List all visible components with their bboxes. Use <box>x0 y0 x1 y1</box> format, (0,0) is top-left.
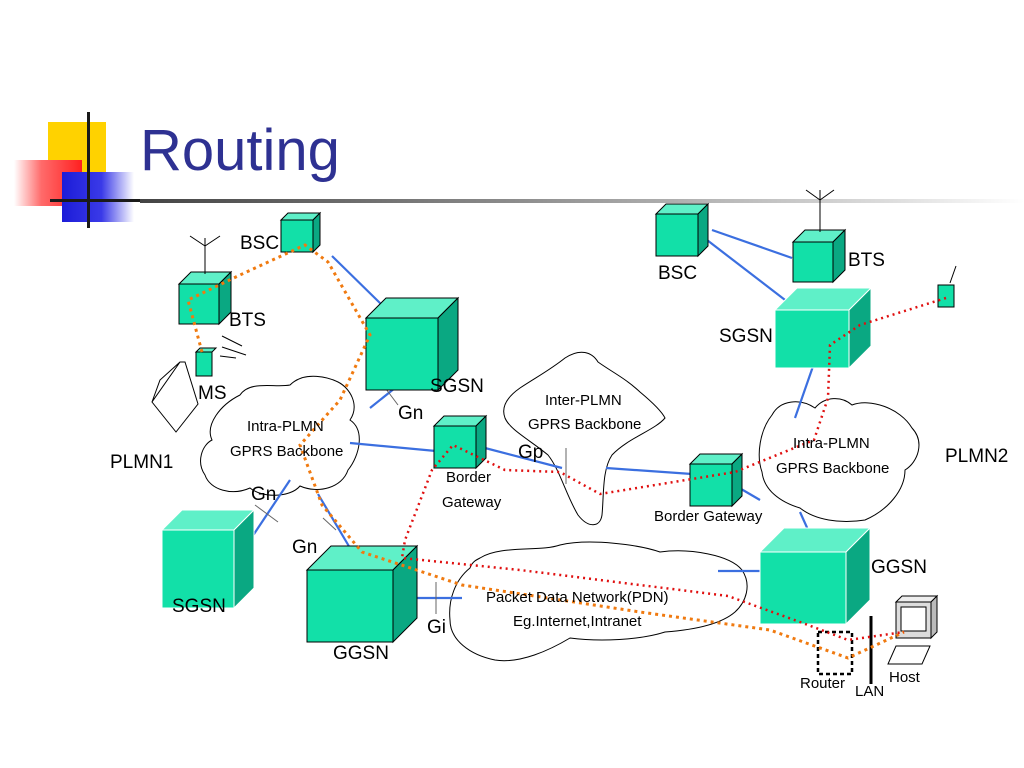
page-title: Routing <box>140 118 340 183</box>
plmn1-ms-node <box>194 347 218 377</box>
plmn1-bts-label: BTS <box>229 310 266 331</box>
plmn1-bsc-node <box>280 212 321 253</box>
plmn1-backbone-label-line2: GPRS Backbone <box>230 443 343 460</box>
plmn2-backbone-label-line2: GPRS Backbone <box>776 460 889 477</box>
title-underline <box>140 199 1024 203</box>
plmn1-backbone-label-line1: Intra-PLMN <box>247 418 324 435</box>
plmn2-border-gateway-label: Border Gateway <box>654 508 763 525</box>
plmn2-bts-antenna-icon <box>805 189 835 232</box>
logo-vertical-line <box>87 112 90 228</box>
plmn1-gi-label: Gi <box>427 617 446 638</box>
plmn1-sgsn-left-label: SGSN <box>172 596 226 617</box>
plmn2-bts-node <box>791 228 847 284</box>
plmn1-bts-antenna-icon <box>189 235 221 274</box>
links <box>245 228 829 600</box>
gp-interface-label: Gp <box>518 442 543 463</box>
plmn1-bsc-label: BSC <box>240 233 279 254</box>
plmn2-bsc-label: BSC <box>658 263 697 284</box>
plmn1-border-gateway-node <box>432 414 488 470</box>
plmn1-name-label: PLMN1 <box>110 452 173 473</box>
plmn2-ggsn-label: GGSN <box>871 557 927 578</box>
plmn1-ggsn-node <box>305 544 419 644</box>
orange-route-path <box>186 243 905 660</box>
plmn1-backbone-cloud <box>200 375 360 496</box>
router-icon <box>816 630 854 676</box>
pdn-label-line1: Packet Data Network(PDN) <box>486 589 669 606</box>
logo-decoration <box>0 0 160 240</box>
plmn1-border-label-line1: Border <box>446 469 491 486</box>
plmn2-bsc-node <box>654 202 710 258</box>
plmn1-sgsn-left-node <box>160 508 256 610</box>
ms-laptop-icon <box>151 361 199 433</box>
lan-label: LAN <box>855 683 884 700</box>
plmn2-border-gateway-node <box>688 452 744 508</box>
logo-blue-square <box>62 172 134 222</box>
pdn-label-line2: Eg.Internet,Intranet <box>513 613 642 630</box>
plmn1-gn-left-label: Gn <box>251 484 276 505</box>
plmn2-ggsn-node <box>758 526 872 626</box>
inter-plmn-backbone-cloud <box>503 351 666 526</box>
inter-plmn-label-line2: GPRS Backbone <box>528 416 641 433</box>
plmn1-sgsn-node <box>364 296 460 392</box>
plmn1-ms-label: MS <box>198 383 227 404</box>
plmn2-ms-antenna-icon <box>949 265 957 284</box>
plmn2-sgsn-node <box>773 286 873 370</box>
ms-signal-icon <box>219 335 247 359</box>
plmn2-bts-label: BTS <box>848 250 885 271</box>
plmn1-gn-top-label: Gn <box>398 403 423 424</box>
host-label: Host <box>889 669 921 686</box>
interface-ticks <box>254 384 567 614</box>
plmn1-sgsn-label: SGSN <box>430 376 484 397</box>
plmn1-ggsn-label: GGSN <box>333 643 389 664</box>
plmn1-bts-node <box>177 270 233 326</box>
plmn1-border-label-line2: Gateway <box>442 494 502 511</box>
plmn2-name-label: PLMN2 <box>945 446 1008 467</box>
inter-plmn-label-line1: Inter-PLMN <box>545 392 622 409</box>
plmn2-sgsn-label: SGSN <box>719 326 773 347</box>
logo-horizontal-line <box>50 199 142 202</box>
plmn1-gn-bottom-label: Gn <box>292 537 317 558</box>
router-label: Router <box>800 675 845 692</box>
host-computer-icon <box>887 594 939 665</box>
plmn2-backbone-label-line1: Intra-PLMN <box>793 435 870 452</box>
plmn2-ms-node <box>937 284 955 308</box>
